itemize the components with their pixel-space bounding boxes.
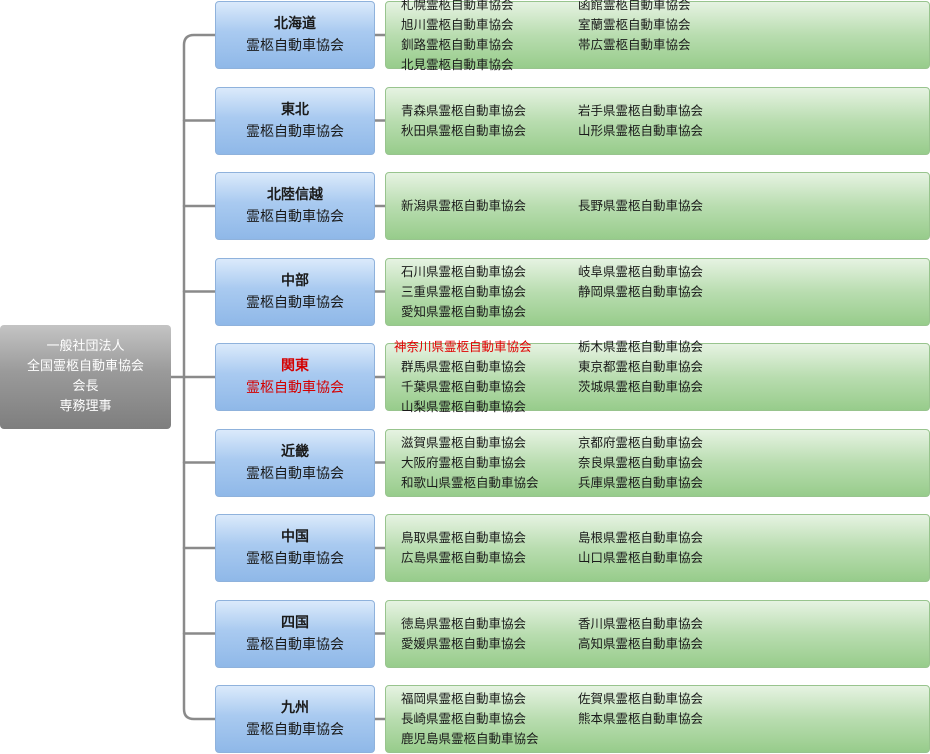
member-association: 香川県霊柩自動車協会	[578, 615, 704, 631]
member-association: 室蘭霊柩自動車協会	[578, 17, 691, 32]
region-name: 関東	[281, 358, 309, 374]
region-node: 北陸信越霊柩自動車協会	[215, 172, 375, 240]
member-association: 長野県霊柩自動車協会	[578, 198, 704, 213]
member-list: 鳥取県霊柩自動車協会 島根県霊柩自動車協会広島県霊柩自動車協会 山口県霊柩自動車協会	[385, 514, 930, 582]
region-name: 北陸信越	[267, 187, 323, 203]
member-association: 函館霊柩自動車協会	[578, 0, 691, 12]
member-association: 札幌霊柩自動車協会	[401, 0, 514, 12]
region-suffix: 霊柩自動車協会	[246, 294, 344, 311]
member-association: 石川県霊柩自動車協会	[401, 263, 527, 279]
region-suffix: 霊柩自動車協会	[246, 636, 344, 653]
member-list: 新潟県霊柩自動車協会 長野県霊柩自動車協会	[385, 172, 930, 240]
member-list: 滋賀県霊柩自動車協会 京都府霊柩自動車協会大阪府霊柩自動車協会 奈良県霊柩自動車協会…	[385, 428, 930, 497]
member-association: 岐阜県霊柩自動車協会	[578, 263, 704, 279]
root-node-national-association: 一般社団法人 全国霊柩自動車協会 会長 専務理事	[0, 325, 171, 429]
member-association: 山形県霊柩自動車協会	[578, 122, 704, 138]
member-association: 熊本県霊柩自動車協会	[578, 711, 704, 726]
member-association: 島根県霊柩自動車協会	[578, 530, 704, 545]
region-node: 近畿霊柩自動車協会	[215, 428, 375, 497]
root-line-2: 全国霊柩自動車協会	[26, 359, 144, 374]
member-association: 栃木県霊柩自動車協会	[578, 339, 704, 354]
region-name: 四国	[281, 614, 309, 631]
region-suffix: 霊柩自動車協会	[246, 38, 344, 54]
region-suffix: 霊柩自動車協会	[246, 465, 344, 482]
member-list: 神奈川県霊柩自動車協会 栃木県霊柩自動車協会群馬県霊柩自動車協会 東京都霊柩自動車協…	[385, 339, 930, 414]
member-association: 釧路霊柩自動車協会	[401, 37, 514, 52]
region-name: 東北	[281, 101, 309, 118]
region-suffix: 霊柩自動車協会	[246, 123, 344, 140]
member-association: 和歌山県霊柩自動車協会	[401, 474, 539, 490]
connector-trunk	[182, 33, 215, 721]
region-suffix: 霊柩自動車協会	[246, 722, 344, 738]
member-association: 長崎県霊柩自動車協会	[401, 711, 527, 726]
region-suffix: 霊柩自動車協会	[246, 209, 344, 225]
region-suffix: 霊柩自動車協会	[246, 380, 344, 396]
region-node: 中部霊柩自動車協会	[215, 257, 375, 326]
root-line-4: 専務理事	[59, 399, 112, 414]
region-name: 中国	[281, 529, 309, 545]
member-association: 秋田県霊柩自動車協会	[401, 122, 527, 138]
member-association: 広島県霊柩自動車協会	[401, 550, 527, 565]
region-node: 北海道霊柩自動車協会	[215, 1, 375, 69]
member-association: 大阪府霊柩自動車協会	[401, 454, 527, 470]
root-line-3: 会長	[72, 379, 99, 394]
member-association: 滋賀県霊柩自動車協会	[401, 434, 527, 450]
member-list: 徳島県霊柩自動車協会 香川県霊柩自動車協会愛媛県霊柩自動車協会 高知県霊柩自動車協会	[385, 599, 930, 668]
member-association: 旭川霊柩自動車協会	[401, 17, 514, 32]
member-association: 帯広霊柩自動車協会	[578, 37, 691, 52]
member-association: 福岡県霊柩自動車協会	[401, 691, 527, 706]
member-association: 岩手県霊柩自動車協会	[578, 102, 704, 118]
member-list: 福岡県霊柩自動車協会 佐賀県霊柩自動車協会長崎県霊柩自動車協会 熊本県霊柩自動車協会…	[385, 685, 930, 753]
region-node: 東北霊柩自動車協会	[215, 86, 375, 155]
member-list: 石川県霊柩自動車協会 岐阜県霊柩自動車協会三重県霊柩自動車協会 静岡県霊柩自動車協会…	[385, 257, 930, 326]
member-association: 新潟県霊柩自動車協会	[401, 198, 527, 213]
region-name: 中部	[281, 272, 309, 289]
member-association: 京都府霊柩自動車協会	[578, 434, 704, 450]
member-association: 静岡県霊柩自動車協会	[578, 283, 704, 299]
region-suffix: 霊柩自動車協会	[246, 551, 344, 567]
member-association: 北見霊柩自動車協会	[401, 57, 514, 72]
region-name: 九州	[281, 700, 309, 716]
member-association: 山口県霊柩自動車協会	[578, 550, 704, 565]
member-association: 群馬県霊柩自動車協会	[401, 359, 527, 374]
member-association: 愛知県霊柩自動車協会	[401, 303, 527, 319]
member-association: 茨城県霊柩自動車協会	[578, 379, 704, 394]
member-association: 鹿児島県霊柩自動車協会	[401, 731, 539, 746]
member-association: 神奈川県霊柩自動車協会	[394, 339, 532, 354]
member-list: 青森県霊柩自動車協会 岩手県霊柩自動車協会秋田県霊柩自動車協会 山形県霊柩自動車協会	[385, 86, 930, 155]
region-name: 北海道	[274, 16, 316, 32]
member-association: 高知県霊柩自動車協会	[578, 635, 704, 651]
member-association: 三重県霊柩自動車協会	[401, 283, 527, 299]
region-node: 関東霊柩自動車協会	[215, 343, 375, 411]
member-association: 徳島県霊柩自動車協会	[401, 615, 527, 631]
member-association: 鳥取県霊柩自動車協会	[401, 530, 527, 545]
member-association: 佐賀県霊柩自動車協会	[578, 691, 704, 706]
member-association: 青森県霊柩自動車協会	[401, 102, 527, 118]
member-association: 千葉県霊柩自動車協会	[401, 379, 527, 394]
region-node: 中国霊柩自動車協会	[215, 514, 375, 582]
member-association: 東京都霊柩自動車協会	[578, 359, 704, 374]
region-node: 四国霊柩自動車協会	[215, 599, 375, 668]
root-line-1: 一般社団法人	[46, 339, 125, 354]
member-association: 奈良県霊柩自動車協会	[578, 454, 704, 470]
region-node: 九州霊柩自動車協会	[215, 685, 375, 753]
member-association: 山梨県霊柩自動車協会	[401, 399, 527, 414]
region-name: 近畿	[281, 443, 309, 460]
member-list: 札幌霊柩自動車協会 函館霊柩自動車協会旭川霊柩自動車協会 室蘭霊柩自動車協会釧路霊柩…	[385, 0, 930, 72]
member-association: 愛媛県霊柩自動車協会	[401, 635, 527, 651]
member-association: 兵庫県霊柩自動車協会	[578, 474, 704, 490]
